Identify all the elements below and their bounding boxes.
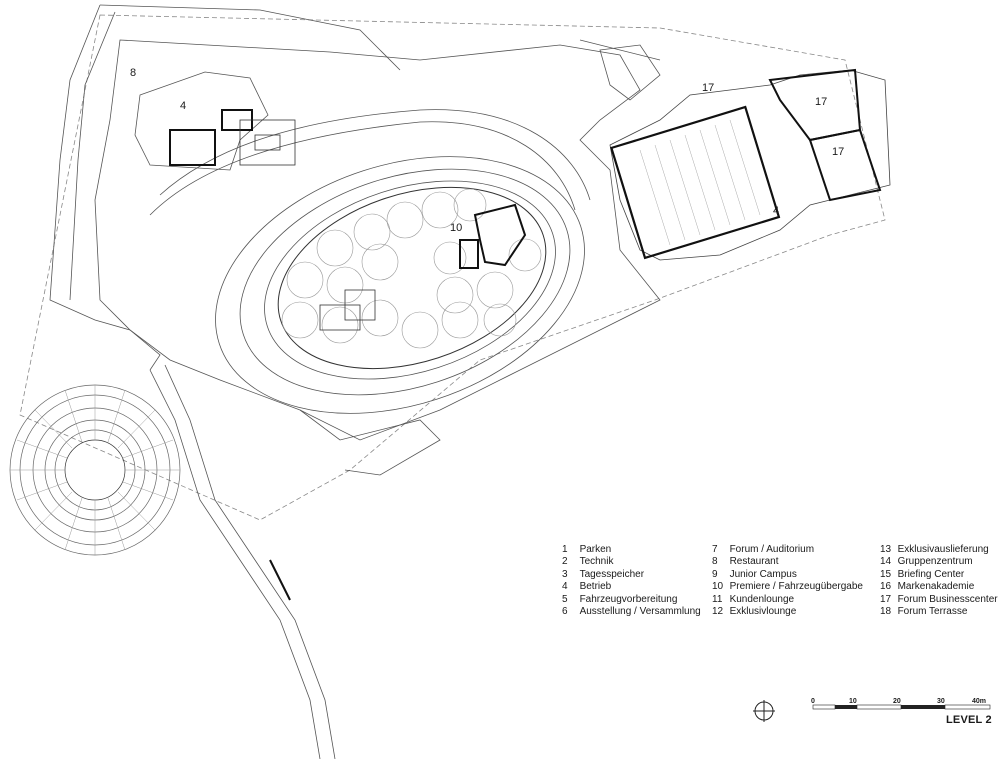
legend-item: 11 Kundenlounge xyxy=(712,593,795,605)
legend-item: 7 Forum / Auditorium xyxy=(712,544,815,555)
legend-item: 3 Tagesspeicher xyxy=(562,568,645,580)
room-label-forum-business-1: 17 xyxy=(702,82,715,94)
legend-item: 6 Ausstellung / Versammlung xyxy=(562,606,701,618)
restaurant-block xyxy=(134,71,269,171)
scale-bar xyxy=(812,704,991,710)
level-title: LEVEL 2 xyxy=(946,714,992,726)
north-arrow-icon xyxy=(753,700,775,722)
room-label-betrieb-east: 4 xyxy=(773,205,780,217)
west-wing-outline xyxy=(49,4,161,371)
junior-campus-block xyxy=(473,203,527,267)
room-label-forum-business-3: 17 xyxy=(832,146,845,158)
legend-item: 8 Restaurant xyxy=(712,556,779,568)
scale-tick: 30 xyxy=(937,698,945,705)
legend-item: 15 Briefing Center xyxy=(880,568,965,580)
scale-tick: 20 xyxy=(893,698,901,705)
legend-item: 17 Forum Businesscenter xyxy=(880,593,998,605)
legend-item: 9 Junior Campus xyxy=(712,568,797,580)
upper-deck-outline xyxy=(94,39,661,441)
central-oval xyxy=(277,186,547,370)
central-ramp-outer xyxy=(215,156,585,414)
scale-tick: 0 xyxy=(811,698,815,705)
room-label-forum-business-2: 17 xyxy=(815,96,828,108)
forum-building xyxy=(609,69,891,261)
spiral-ramp xyxy=(9,384,181,556)
legend-item: 4 Betrieb xyxy=(562,581,612,593)
legend-item: 13 Exklusivauslieferung xyxy=(880,544,989,555)
outer-ramp xyxy=(159,109,591,201)
scale-tick: 10 xyxy=(849,698,857,705)
legend-item: 2 Technik xyxy=(562,556,614,568)
legend-item: 5 Fahrzeugvorbereitung xyxy=(562,593,678,605)
legend-item: 1 Parken xyxy=(562,544,612,555)
scale-tick: 40m xyxy=(972,698,987,705)
site-boundary xyxy=(19,14,886,521)
auditorium xyxy=(610,105,781,260)
legend-item: 16 Markenakademie xyxy=(880,581,975,593)
legend-column-3: 13 Exklusivauslieferung 14 Gruppenzentru… xyxy=(880,544,998,618)
central-ramp-inner xyxy=(264,180,556,380)
legend-item: 10 Premiere / Fahrzeugübergabe xyxy=(712,581,863,593)
legend-column-2: 7 Forum / Auditorium 8 Restaurant 9 Juni… xyxy=(712,544,863,618)
legend-item: 12 Exklusivlounge xyxy=(712,606,797,618)
legend-item: 14 Gruppenzentrum xyxy=(880,556,973,568)
room-label-betrieb-west: 4 xyxy=(180,100,187,112)
legend-column-1: 1 Parken 2 Technik 3 Tagesspeicher 4 Bet… xyxy=(562,544,701,618)
room-label-premiere: 10 xyxy=(450,222,463,234)
room-label-restaurant: 8 xyxy=(130,67,137,79)
central-ramp-mid xyxy=(239,168,571,396)
legend-item: 18 Forum Terrasse xyxy=(880,606,968,618)
